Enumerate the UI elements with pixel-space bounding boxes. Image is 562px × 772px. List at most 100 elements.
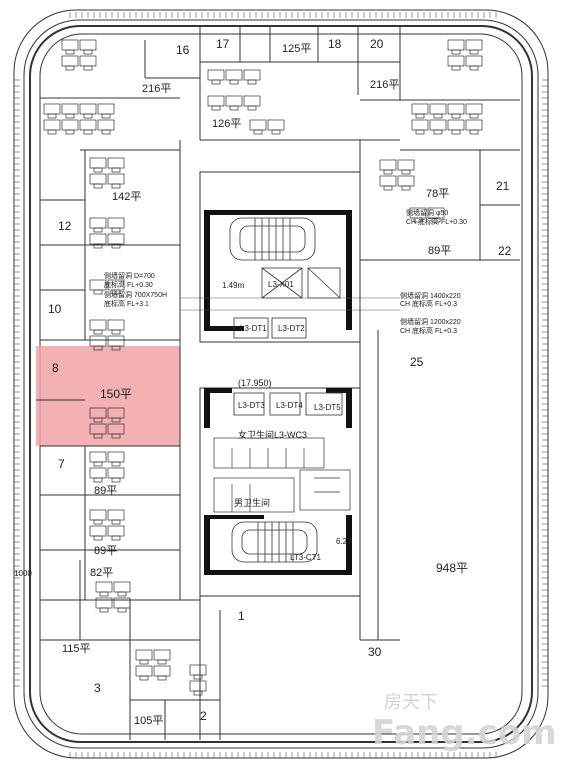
- room-label-12: 12: [58, 219, 72, 233]
- room-label-1: 1: [238, 609, 245, 623]
- chair: [229, 79, 239, 85]
- chair: [65, 65, 75, 71]
- chair: [247, 79, 257, 85]
- room-label-216-left: 216平: [142, 83, 171, 95]
- chair: [415, 129, 425, 135]
- room-label-22: 22: [498, 244, 512, 258]
- room-label-126: 126平: [212, 118, 241, 130]
- lt3-ct1-label: LT3-CT1: [290, 553, 322, 562]
- chair: [111, 477, 121, 483]
- chair: [99, 591, 109, 597]
- room-label-2: 2: [200, 709, 207, 723]
- chair: [157, 659, 167, 665]
- chair: [433, 129, 443, 135]
- desk-cluster: [89, 279, 125, 295]
- desk-cluster: [43, 103, 115, 135]
- desk-cluster: [379, 159, 415, 191]
- desk-cluster: [189, 664, 207, 696]
- chair: [253, 129, 263, 135]
- chair: [433, 113, 443, 119]
- chair: [111, 167, 121, 173]
- chair: [211, 105, 221, 111]
- chair: [451, 113, 461, 119]
- desk-cluster: [95, 581, 131, 613]
- chair: [93, 519, 103, 525]
- building-outline: [13, 9, 549, 759]
- chair: [211, 79, 221, 85]
- chair: [271, 129, 281, 135]
- room-label-20: 20: [370, 37, 384, 51]
- chair: [93, 433, 103, 439]
- desk-clusters: [43, 39, 483, 696]
- chair: [93, 243, 103, 249]
- room-label-18: 18: [328, 37, 342, 51]
- chair: [101, 129, 111, 135]
- chair: [93, 417, 103, 423]
- chair: [93, 477, 103, 483]
- note-5: 侧墙留洞 φ50: [406, 208, 448, 217]
- chair: [401, 185, 411, 191]
- lift-dt4-label: L3-DT4: [276, 401, 303, 410]
- chair: [111, 433, 121, 439]
- chair: [111, 461, 121, 467]
- desk-cluster: [61, 39, 97, 71]
- chair: [451, 49, 461, 55]
- chair: [47, 113, 57, 119]
- room-label-89-right: 89平: [428, 245, 451, 257]
- elevation-label: (17.950): [238, 378, 272, 388]
- note-4: 侧墙留洞 700X750H: [104, 290, 167, 299]
- desk-cluster: [249, 119, 285, 135]
- chair: [139, 675, 149, 681]
- chair: [111, 345, 121, 351]
- central-core: [199, 171, 361, 597]
- note-2: 侧墙留洞 1200x220: [400, 317, 461, 326]
- room-label-25: 25: [410, 355, 424, 369]
- left-dimension: 1000: [14, 569, 32, 578]
- chair: [111, 289, 121, 295]
- room-labels: 16 17 125平 18 20 216平 216平 126平 142平 78平…: [48, 37, 512, 727]
- room-label-150: 150平: [100, 387, 132, 401]
- chair: [469, 113, 479, 119]
- desk-cluster: [135, 649, 171, 681]
- desk-cluster: [207, 95, 261, 111]
- room-label-142: 142平: [112, 191, 141, 203]
- chair: [117, 607, 127, 613]
- desk-cluster: [409, 207, 445, 223]
- chair: [401, 169, 411, 175]
- note-3: 侧墙留洞 D=700: [104, 271, 155, 280]
- desk-cluster: [89, 157, 125, 189]
- women-wc-label: 女卫生间L3-WC3: [238, 429, 307, 440]
- room-label-78: 78平: [426, 188, 449, 200]
- room-label-30: 30: [368, 645, 382, 659]
- room-label-125: 125平: [282, 43, 311, 55]
- chair: [83, 65, 93, 71]
- chair: [415, 113, 425, 119]
- room-label-8: 8: [52, 361, 59, 375]
- height-627-label: 6.27: [336, 537, 352, 546]
- chair: [193, 674, 203, 680]
- desk-cluster: [89, 217, 125, 249]
- lift-dt3-label: L3-DT3: [238, 401, 265, 410]
- chair: [111, 535, 121, 541]
- chair: [111, 519, 121, 525]
- chair: [93, 167, 103, 173]
- chair: [65, 113, 75, 119]
- height-149-label: 1.49m: [222, 281, 245, 290]
- desk-cluster: [89, 407, 125, 439]
- room-label-16: 16: [176, 43, 190, 57]
- watermark-cn: 房天下: [384, 692, 438, 713]
- room-label-17: 17: [216, 37, 230, 51]
- chair: [83, 49, 93, 55]
- chair: [65, 49, 75, 55]
- watermark: 房天下 Fang.com: [372, 692, 557, 753]
- chair: [93, 535, 103, 541]
- chair: [247, 105, 257, 111]
- chair: [469, 49, 479, 55]
- chair: [229, 105, 239, 111]
- chair: [111, 183, 121, 189]
- room-label-10: 10: [48, 302, 62, 316]
- room-label-89-b: 89平: [94, 545, 117, 557]
- chair: [451, 65, 461, 71]
- men-wc-label: 男卫生间: [234, 497, 270, 508]
